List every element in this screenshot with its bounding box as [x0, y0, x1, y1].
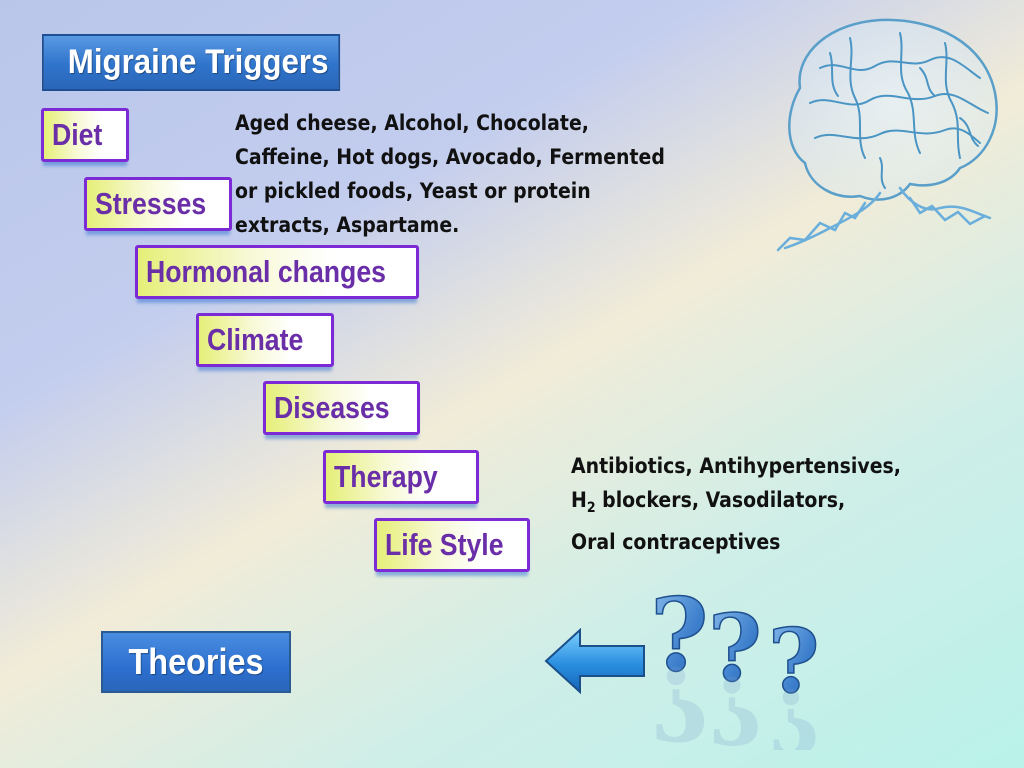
trigger-hormonal-changes: Hormonal changes	[135, 245, 419, 299]
left-arrow-icon[interactable]	[544, 628, 646, 694]
diet-description: Aged cheese, Alcohol, Chocolate, Caffein…	[235, 111, 665, 237]
svg-text:?: ?	[708, 594, 762, 702]
trigger-stresses: Stresses	[84, 177, 232, 231]
svg-text:?: ?	[768, 609, 820, 713]
svg-text:?: ?	[768, 669, 820, 750]
svg-text:?: ?	[650, 580, 709, 694]
therapy-description: Antibiotics, Antihypertensives, H2 block…	[571, 454, 901, 555]
trigger-therapy: Therapy	[323, 450, 479, 504]
theories-button[interactable]: Theories	[101, 631, 291, 693]
svg-text:?: ?	[708, 656, 762, 750]
trigger-diet: Diet	[41, 108, 129, 162]
svg-text:?: ?	[650, 644, 709, 750]
question-mark-icon: ? ? ? ? ? ?	[649, 580, 820, 750]
trigger-climate: Climate	[196, 313, 334, 367]
slide-title: Migraine Triggers	[42, 34, 341, 91]
trigger-diseases: Diseases	[263, 381, 420, 435]
trigger-life-style: Life Style	[374, 518, 530, 572]
brain-icon	[776, 18, 998, 252]
